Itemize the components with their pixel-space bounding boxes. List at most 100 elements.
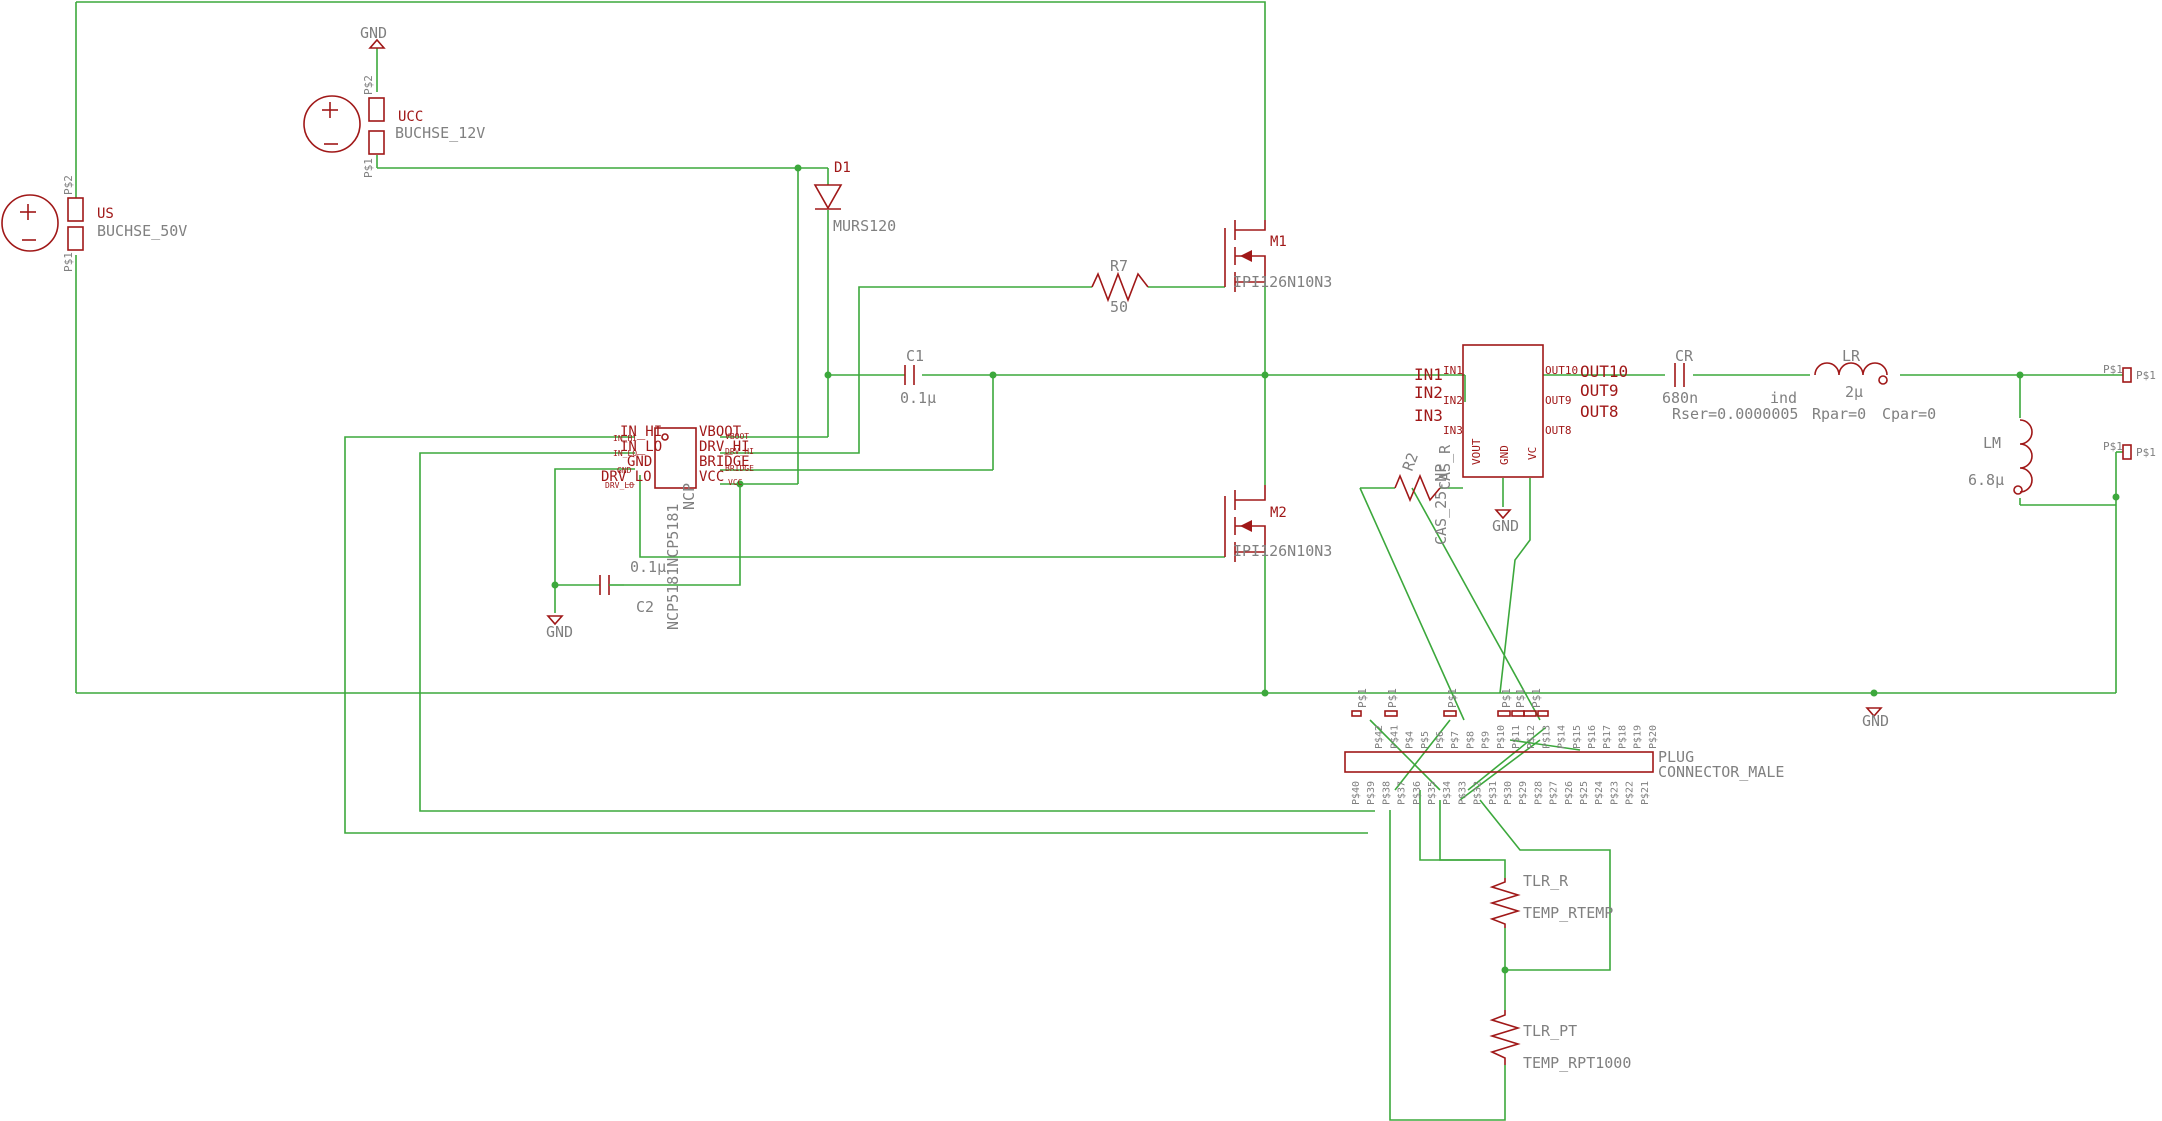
plug-small-2: P$1 [1386,688,1399,708]
out1-pin: P$1 [2103,363,2123,376]
cr-value: 680n [1662,389,1698,407]
plug-bottom-pin-label: P$31 [1488,781,1499,805]
d1-value: MURS120 [833,217,896,235]
ic-pin-l2: IN_LO [620,439,662,455]
ic-name: NCP5181NCP5181 [664,504,682,630]
ic-tiny-l2: IN_LO [613,449,637,458]
tlr-r-name: TLR_R [1523,872,1569,890]
lr-value: 2μ [1845,383,1863,401]
lm-value: 6.8μ [1968,471,2004,489]
cas-value: CAS_25-NP [1432,464,1450,545]
plug-bottom-pin-label: P$21 [1640,781,1651,805]
lr-rser: Rser=0.0000005 [1672,405,1798,423]
plug-top-pin-label: P$41 [1389,725,1400,749]
lm-inductor: LM 6.8μ [1968,419,2033,495]
us-name: US [97,206,114,222]
gnd-right: GND [1862,707,1889,730]
c2-name: C2 [636,598,654,616]
plug-bottom-pin-label: P$34 [1442,781,1453,805]
d1-name: D1 [834,160,851,176]
plug-top-pin-label: P$9 [1481,731,1492,749]
net-out8: OUT8 [1580,402,1619,421]
plug-bottom-pin-label: P$28 [1533,781,1544,805]
tlr-pt-resistor: TLR_PT TEMP_RPT1000 [1489,1010,1631,1072]
plug-top-pin-label: P$19 [1633,725,1644,749]
lr-cpar: Cpar=0 [1882,405,1936,423]
us-pin-bot: P$1 [62,252,75,272]
r7-resistor: R7 50 [1091,257,1149,316]
ucc-pin-top: P$2 [362,75,375,95]
cas-in2: IN2 [1443,394,1463,407]
ic-tiny-l1: IN_HI [613,434,637,443]
net-out10: OUT10 [1580,362,1628,381]
gnd-left-label: GND [546,623,573,641]
ic-pin-l3: GND [627,454,652,470]
m2-name: M2 [1270,505,1287,521]
plug-top-pin-label: P$16 [1587,725,1598,749]
plug-top-pin-label: P$11 [1511,725,1522,749]
ic-pin-r2: DRV_HI [699,439,750,455]
out2-pin: P$1 [2103,440,2123,453]
lr-rpar: Rpar=0 [1812,405,1866,423]
net-in1: IN1 [1414,365,1443,384]
ic-value: NCP [680,483,698,510]
cr-name: CR [1675,347,1694,365]
ic-pin-l1: IN_HI [620,424,662,440]
ucc-name: UCC [398,109,423,125]
output-pin-1: P$1 P$1 [2103,363,2156,383]
plug-top-pin-label: P$6 [1435,731,1446,749]
ic-tiny-r4: VCC [728,478,743,487]
plug-top-pin-label: P$15 [1572,725,1583,749]
plug-bottom-pin-label: P$35 [1427,781,1438,805]
plug-bottom-pin-label: P$25 [1579,781,1590,805]
gnd-right-label: GND [1862,712,1889,730]
net-out9: OUT9 [1580,381,1619,400]
lr-name: LR [1842,347,1861,365]
ucc-value: BUCHSE_12V [395,124,485,142]
ic-tiny-r1: VBOOT [725,432,749,441]
cr-capacitor: CR 680n [1662,347,1698,407]
gnd-left: GND [546,615,573,641]
ic-pin-l4: DRV_LO [601,469,652,485]
c1-name: C1 [906,347,924,365]
cas-out9: OUT9 [1545,394,1572,407]
junctions [551,164,2120,974]
plug-bottom-pin-label: P$22 [1625,781,1636,805]
tlr-r-resistor: TLR_R TEMP_RTEMP [1489,872,1613,928]
plug-bottom-pin-label: P$38 [1381,781,1392,805]
cas-out10: OUT10 [1545,364,1578,377]
plug-small-3: P$1 [1446,688,1459,708]
output-pin-2: P$1 P$1 [2103,440,2156,460]
plug-bottom-pin-label: P$37 [1397,781,1408,805]
ic-pin-r4: VCC [699,469,724,485]
r2-resistor: R2 [1394,450,1441,503]
cas-out8: OUT8 [1545,424,1572,437]
out2-label: P$1 [2136,446,2156,459]
plug-top-pin-label: P$5 [1420,731,1431,749]
net-in2: IN2 [1414,383,1443,402]
plug-bottom-pin-label: P$33 [1457,781,1468,805]
tlr-pt-value: TEMP_RPT1000 [1523,1054,1631,1072]
ic-tiny-r3: BRIDGE [725,464,754,473]
gnd-top: GND [360,24,387,49]
cas-sensor: IN1 IN2 IN3 OUT10 OUT9 OUT8 VOUT GND VC … [1414,344,1628,545]
plug-top-pin-label: P$13 [1541,725,1552,749]
plug-top-pin-label: P$8 [1465,731,1476,749]
plug-small-4: P$1 [1500,688,1513,708]
plug-bottom-pin-label: P$24 [1594,781,1605,805]
plug-bottom-pin-label: P$27 [1549,781,1560,805]
ucc-pin-bot: P$1 [362,158,375,178]
lm-name: LM [1983,434,2001,452]
plug-bottom-pin-label: P$40 [1351,781,1362,805]
c2-capacitor: 0.1μ C2 [599,558,666,616]
m2-value: IPI126N10N3 [1233,542,1332,560]
plug-small-1: P$1 [1356,688,1369,708]
cas-vc: VC [1526,447,1539,460]
us-value: BUCHSE_50V [97,222,187,240]
cas-gnd: GND [1498,445,1511,465]
plug-top-pin-label: P$42 [1374,725,1385,749]
plug-bottom-pin-label: P$30 [1503,781,1514,805]
plug-small-6: P$1 [1530,688,1543,708]
